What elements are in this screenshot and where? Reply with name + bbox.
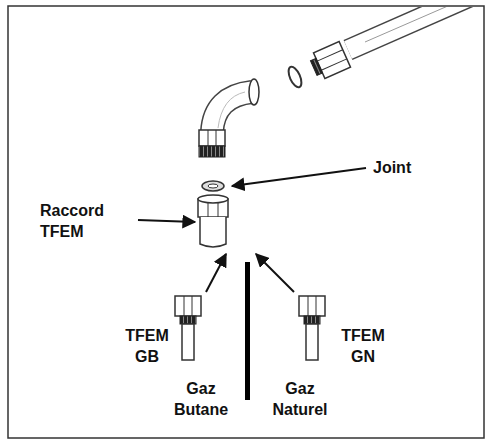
washer bbox=[202, 181, 224, 191]
fitting-label: TFEM GB bbox=[118, 325, 176, 367]
hose-nut bbox=[308, 42, 350, 81]
tfem-gb-fitting bbox=[175, 296, 201, 360]
elbow-fitting bbox=[199, 79, 259, 157]
hose bbox=[348, 7, 480, 50]
hose bbox=[348, 7, 480, 50]
frame bbox=[8, 6, 484, 438]
joint-label: Joint bbox=[373, 157, 443, 178]
leader-arrows bbox=[138, 168, 366, 292]
leader-arrow bbox=[206, 254, 226, 292]
fitting-label: TFEM GN bbox=[332, 325, 394, 367]
separator-bar bbox=[245, 262, 250, 400]
gas-label: Gaz Naturel bbox=[258, 378, 342, 420]
leader-arrow bbox=[256, 254, 294, 292]
o-ring bbox=[286, 65, 304, 89]
tfem-gn-fitting bbox=[299, 296, 325, 360]
hose-assembly bbox=[286, 7, 480, 89]
gas-label: Gaz Butane bbox=[160, 378, 242, 420]
leader-arrow bbox=[138, 220, 195, 222]
tfem-connector bbox=[198, 195, 228, 247]
hose-line bbox=[365, 7, 480, 42]
leader-arrow bbox=[232, 168, 366, 186]
connector-label: Raccord TFEM bbox=[40, 200, 132, 242]
